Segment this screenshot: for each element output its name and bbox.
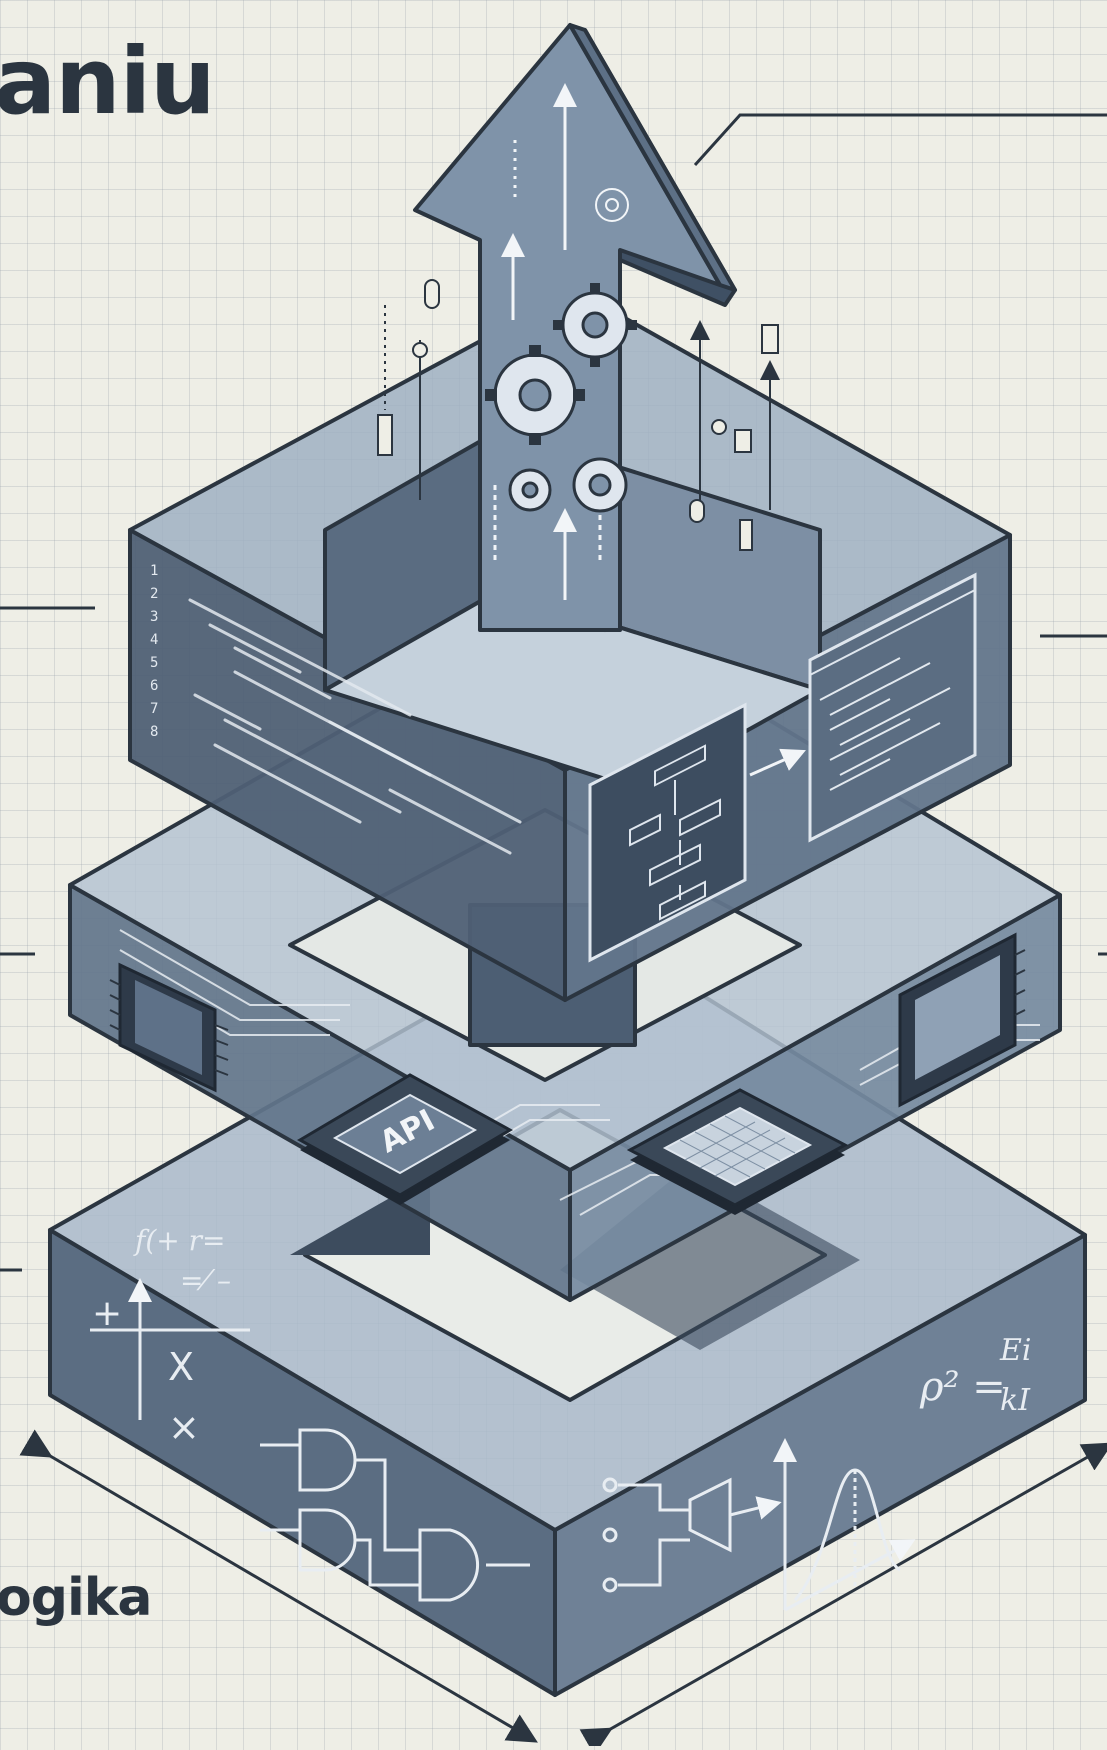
gear-icon-small bbox=[508, 468, 552, 512]
code-window bbox=[808, 572, 977, 843]
axes-sketch: + X × bbox=[90, 1278, 250, 1449]
gear-icon-medium bbox=[572, 457, 628, 513]
grid-chip bbox=[626, 1088, 849, 1215]
svg-text:kI: kI bbox=[1000, 1383, 1031, 1418]
floating-symbols bbox=[377, 279, 780, 551]
chip-left-face bbox=[109, 962, 229, 1093]
logic-gates-sketch bbox=[260, 1428, 530, 1602]
svg-text:2: 2 bbox=[150, 586, 158, 602]
svg-text:3: 3 bbox=[150, 609, 158, 625]
svg-text:7: 7 bbox=[150, 701, 158, 717]
gear-icon-large bbox=[485, 345, 585, 445]
dimension-arrow-right bbox=[579, 1442, 1107, 1750]
gear-outline-icon bbox=[595, 188, 629, 222]
svg-text:ρ² =: ρ² = bbox=[919, 1364, 1006, 1410]
api-chip: API bbox=[296, 1073, 514, 1205]
upward-arrow-edge bbox=[568, 23, 737, 292]
svg-text:Ei: Ei bbox=[999, 1333, 1032, 1368]
dimension-arrow-left bbox=[19, 1429, 538, 1743]
formula-sketch: f(+ r= =⁄ – ρ² = Ei kI bbox=[133, 1224, 1032, 1418]
bottom-layer-drawings: + X × f(+ r= =⁄ – ρ² = Ei kI bbox=[90, 1224, 1032, 1612]
code-panel: 1 2 3 4 5 6 7 8 bbox=[150, 563, 522, 855]
svg-text:=⁄ –: =⁄ – bbox=[180, 1264, 231, 1297]
svg-text:6: 6 bbox=[150, 678, 158, 694]
curve-sketch bbox=[773, 1438, 916, 1612]
svg-text:+: + bbox=[92, 1293, 122, 1334]
svg-text:8: 8 bbox=[150, 724, 158, 740]
svg-text:f(+ r=: f(+ r= bbox=[133, 1224, 226, 1257]
chip-right-face bbox=[898, 932, 1026, 1108]
callout-lines bbox=[0, 113, 1107, 1272]
circuit-sketch bbox=[602, 1477, 782, 1593]
gear-icon bbox=[553, 283, 637, 367]
arrow-decorations bbox=[493, 83, 602, 600]
svg-text:X: X bbox=[168, 1345, 194, 1389]
title-fragment: aniu bbox=[0, 28, 216, 135]
svg-text:5: 5 bbox=[150, 655, 158, 671]
svg-text:4: 4 bbox=[150, 632, 158, 648]
dimension-arrows bbox=[19, 1429, 1107, 1750]
flowchart-panel bbox=[588, 702, 747, 963]
callout-line-top-right bbox=[693, 113, 1107, 167]
bottom-label: ogika bbox=[0, 1568, 152, 1628]
svg-text:×: × bbox=[168, 1405, 200, 1449]
arrow-to-window bbox=[749, 748, 806, 777]
svg-text:1: 1 bbox=[150, 563, 158, 579]
